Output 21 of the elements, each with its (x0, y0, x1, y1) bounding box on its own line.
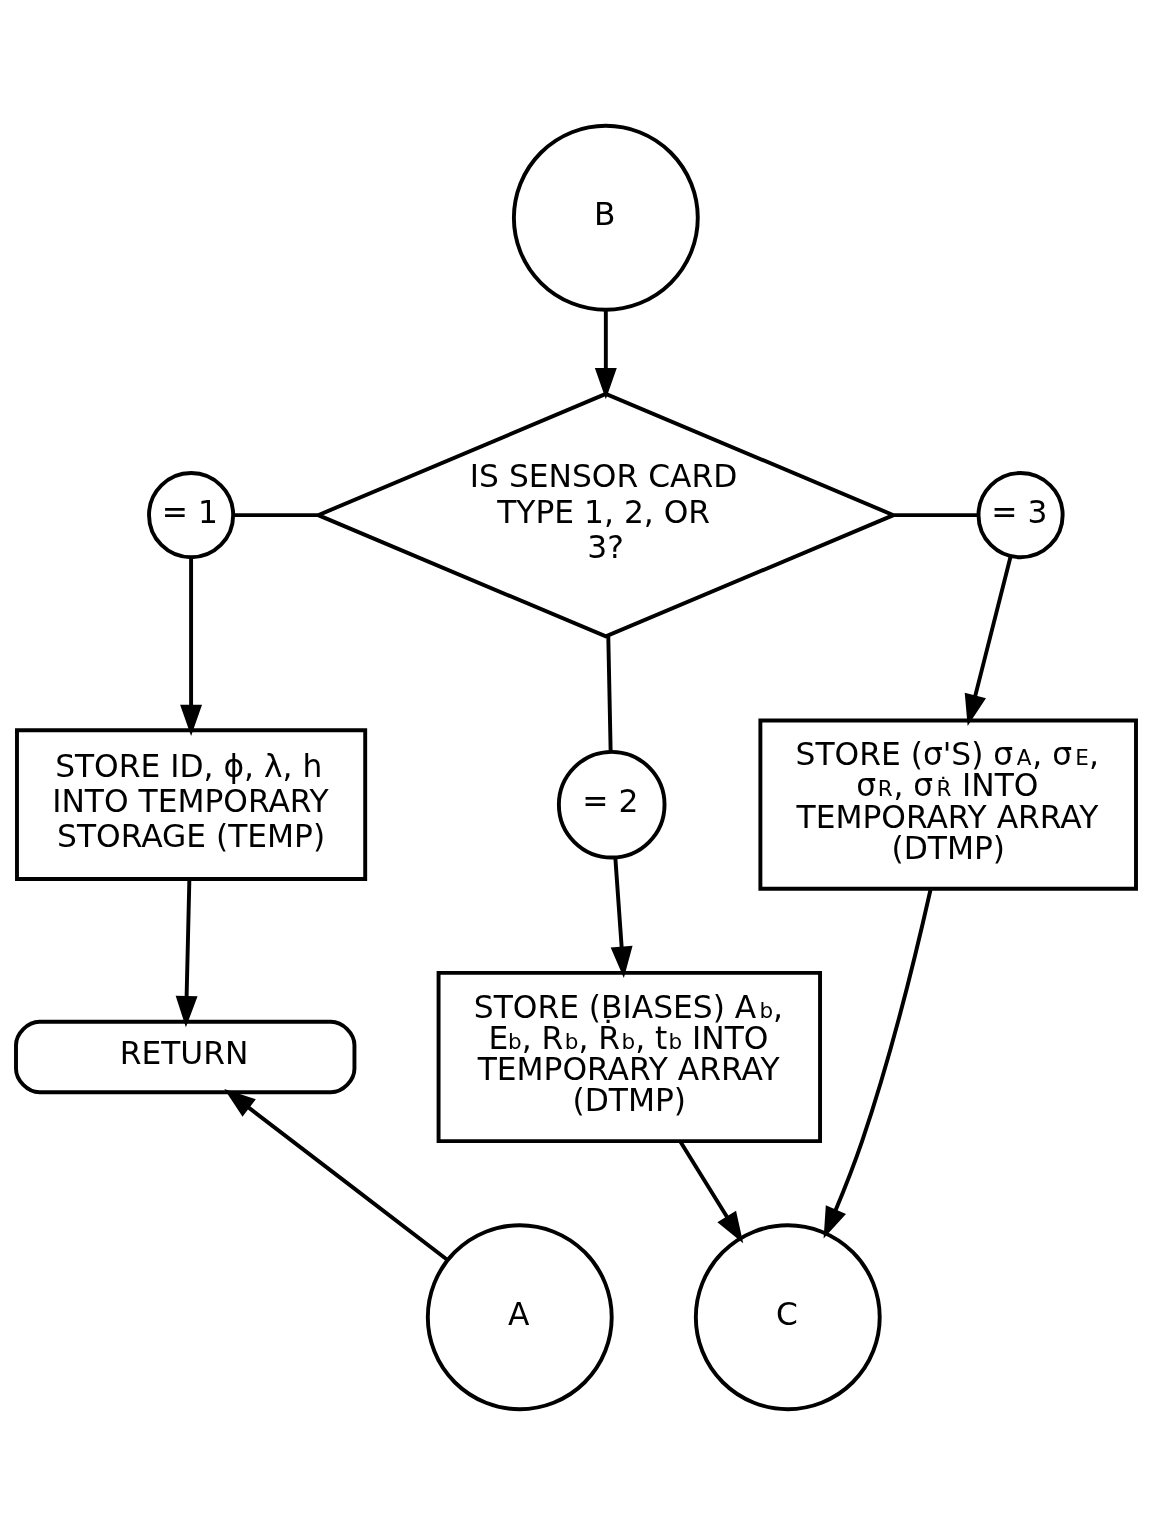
node-circle: A (425, 1223, 614, 1412)
connector (606, 635, 613, 752)
arrow (678, 1140, 744, 1244)
node-circle: = 3 (976, 471, 1065, 560)
node-box: RETURN (14, 1019, 357, 1095)
arrow (823, 889, 933, 1239)
node-circle: = 1 (147, 471, 236, 560)
node-box: STORE (σ'S) σA, σE, σR, σṘ INTO TEMPORARY ARRAY (DTMP) (758, 718, 1138, 891)
connector (233, 513, 318, 518)
arrow (610, 857, 633, 978)
arrow (180, 557, 203, 736)
node-circle: C (693, 1223, 882, 1412)
node-circle: = 2 (556, 749, 667, 860)
connector (894, 513, 979, 518)
arrow (175, 879, 198, 1028)
node-box: STORE ID, ϕ, λ, h INTO TEMPORARY STORAGE (TEMP) (15, 728, 368, 881)
node-box: STORE (BIASES) Ab, Eb, Rb, Ṙb, tb INTO TEMPORARY ARRAY (DTMP) (436, 970, 822, 1144)
node-circle: B (511, 123, 700, 312)
arrow (594, 310, 617, 400)
arrow (964, 555, 1013, 726)
arrow (224, 1088, 449, 1262)
